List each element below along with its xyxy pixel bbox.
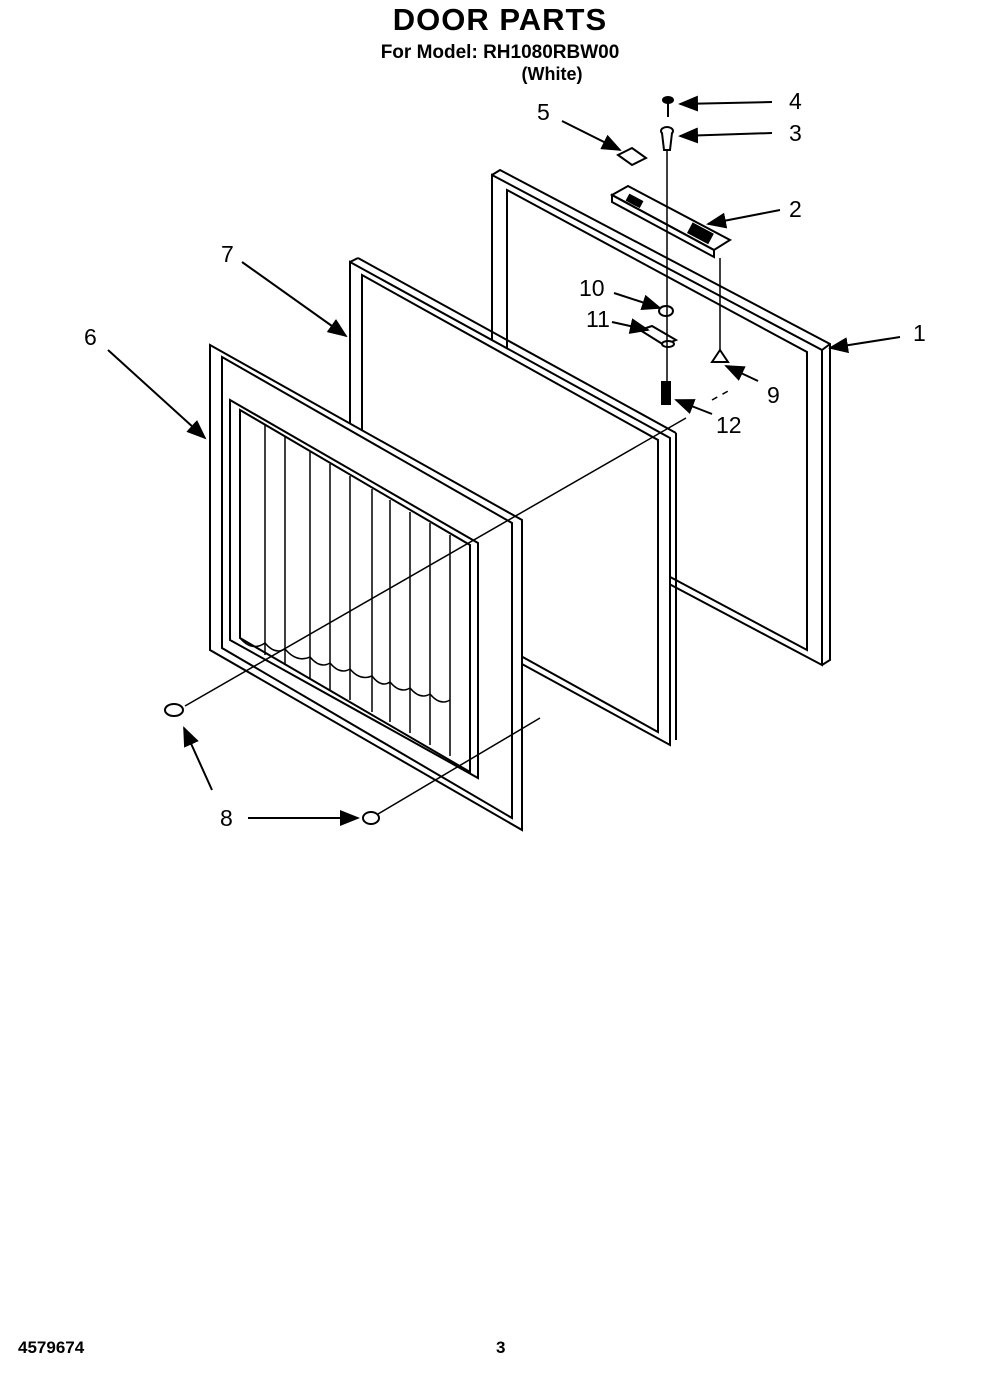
callout-8: 8 bbox=[220, 805, 233, 831]
document-code: 4579674 bbox=[18, 1338, 85, 1357]
page-number: 3 bbox=[496, 1338, 506, 1357]
callout-12: 12 bbox=[716, 412, 742, 438]
callout-7: 7 bbox=[221, 241, 234, 267]
callout-5: 5 bbox=[537, 99, 550, 125]
leader-arrows bbox=[107, 95, 901, 826]
callout-4: 4 bbox=[789, 88, 802, 114]
hinge-bracket-part-2 bbox=[609, 184, 733, 259]
pad-part-5 bbox=[616, 146, 648, 167]
callout-10: 10 bbox=[579, 275, 605, 301]
part-9 bbox=[710, 348, 730, 363]
assembly-lines bbox=[184, 150, 731, 815]
part-10 bbox=[658, 305, 674, 317]
callout-6: 6 bbox=[84, 324, 97, 350]
callout-3: 3 bbox=[789, 120, 802, 146]
callout-9: 9 bbox=[767, 382, 780, 408]
plug-part-8-lower bbox=[362, 811, 380, 825]
callout-11: 11 bbox=[586, 306, 610, 332]
screw-part-12 bbox=[661, 381, 671, 405]
callout-labels: 1 2 3 4 5 6 7 8 9 10 11 12 bbox=[84, 88, 926, 831]
bushing-part-3 bbox=[660, 126, 674, 151]
screw-part-4 bbox=[662, 96, 674, 117]
plug-part-8-upper bbox=[164, 703, 184, 717]
model-line: For Model: RH1080RBW00 bbox=[380, 42, 620, 63]
page-title: DOOR PARTS bbox=[392, 2, 608, 37]
callout-2: 2 bbox=[789, 196, 802, 222]
door-liner-part-6 bbox=[209, 343, 523, 832]
variant-label: (White) bbox=[521, 64, 583, 84]
callout-1: 1 bbox=[913, 320, 926, 346]
